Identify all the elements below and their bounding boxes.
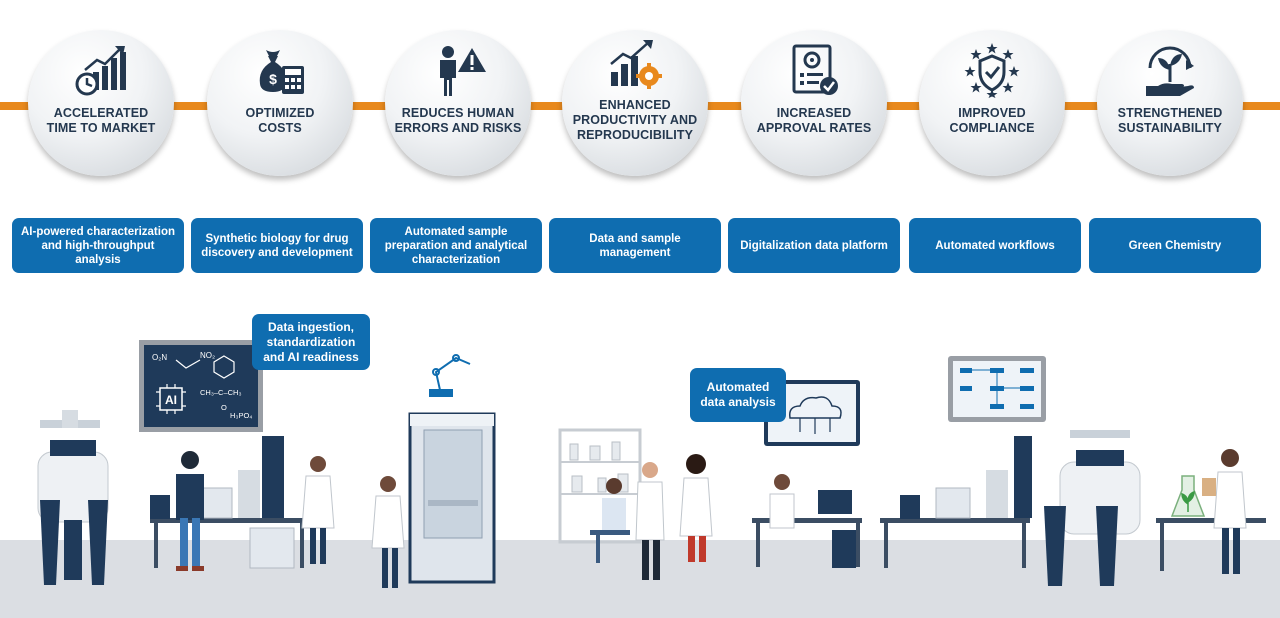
scientist-pair: [635, 454, 713, 580]
computer-desk: [752, 474, 862, 568]
tech-ai-characterization: AI-powered characterization and high-thr…: [12, 218, 184, 273]
svg-text:$: $: [269, 71, 277, 87]
benefit-optimized-costs: $ OPTIMIZED COSTS: [207, 30, 353, 176]
tech-green-chemistry: Green Chemistry: [1089, 218, 1261, 273]
benefit-reduces-errors: REDUCES HUMAN ERRORS AND RISKS: [385, 30, 531, 176]
hand-plant-icon: [1146, 46, 1194, 96]
board-formula-h3po4: H₃PO₄: [230, 411, 252, 420]
benefit-increased-approval: INCREASED APPROVAL RATES: [741, 30, 887, 176]
tech-digitalization-platform: Digitalization data platform: [728, 218, 900, 273]
workflow-monitor: [948, 356, 1046, 422]
scientist-woman-left: [301, 456, 335, 564]
callout-automated-analysis: Automated data analysis: [690, 368, 786, 422]
lab-scene-illustration: AI O₂N NO₂ CH₃–C–CH₃ O H₃PO₄: [37, 340, 1266, 588]
chemistry-board: AI O₂N NO₂ CH₃–C–CH₃ O H₃PO₄: [139, 340, 263, 432]
benefit-label: IMPROVED COMPLIANCE: [949, 106, 1035, 135]
board-ai-label: AI: [165, 393, 177, 407]
tech-data-sample-management: Data and sample management: [549, 218, 721, 273]
scientist-man-back: [176, 451, 204, 571]
tech-automated-sample-prep: Automated sample preparation and analyti…: [370, 218, 542, 273]
benefit-label: OPTIMIZED COSTS: [245, 106, 315, 135]
board-formula-no2-left: O₂N: [152, 353, 167, 362]
board-formula-o: O: [221, 403, 227, 412]
benefit-accelerated-time: ACCELERATED TIME TO MARKET: [28, 30, 174, 176]
tech-synthetic-biology: Synthetic biology for drug discovery and…: [191, 218, 363, 273]
green-chemistry-station: [1156, 449, 1266, 574]
board-formula-ch3: CH₃–C–CH₃: [200, 388, 242, 397]
callout-data-ingestion: Data ingestion, standardization and AI r…: [252, 314, 370, 370]
benefit-improved-compliance: IMPROVED COMPLIANCE: [919, 30, 1065, 176]
benefit-strengthened-sustainability: STRENGTHENED SUSTAINABILITY: [1097, 30, 1243, 176]
person-warning-icon: [440, 46, 486, 96]
lab-bench-left: [150, 436, 308, 569]
benefit-label: ENHANCED PRODUCTIVITY AND REPRODUCIBILIT…: [572, 98, 698, 142]
benefit-label: STRENGTHENED SUSTAINABILITY: [1117, 106, 1223, 135]
chart-gear-icon: [610, 40, 662, 89]
board-formula-no2-right: NO₂: [200, 351, 215, 360]
nmr-magnet-left: [37, 410, 109, 585]
money-bag-calculator-icon: $: [259, 50, 304, 94]
growth-chart-clock-icon: [75, 46, 126, 96]
nmr-magnet-right: [1044, 430, 1141, 586]
robot-arm-icon: [429, 354, 471, 397]
lab-floor: [0, 540, 1280, 618]
document-approval-icon: [792, 44, 838, 95]
benefit-enhanced-productivity: ENHANCED PRODUCTIVITY AND REPRODUCIBILIT…: [562, 30, 708, 176]
lab-bench-right: [880, 436, 1032, 568]
benefit-label: REDUCES HUMAN ERRORS AND RISKS: [394, 106, 522, 135]
scientist-microscope: [590, 478, 630, 563]
shield-stars-icon: [964, 43, 1020, 98]
benefit-label: ACCELERATED TIME TO MARKET: [46, 106, 156, 135]
tech-automated-workflows: Automated workflows: [909, 218, 1081, 273]
automated-workstation: [408, 412, 496, 584]
benefit-label: INCREASED APPROVAL RATES: [756, 106, 872, 135]
glassware-shelf: [558, 428, 642, 544]
scientist-standing-middle: [371, 476, 405, 588]
